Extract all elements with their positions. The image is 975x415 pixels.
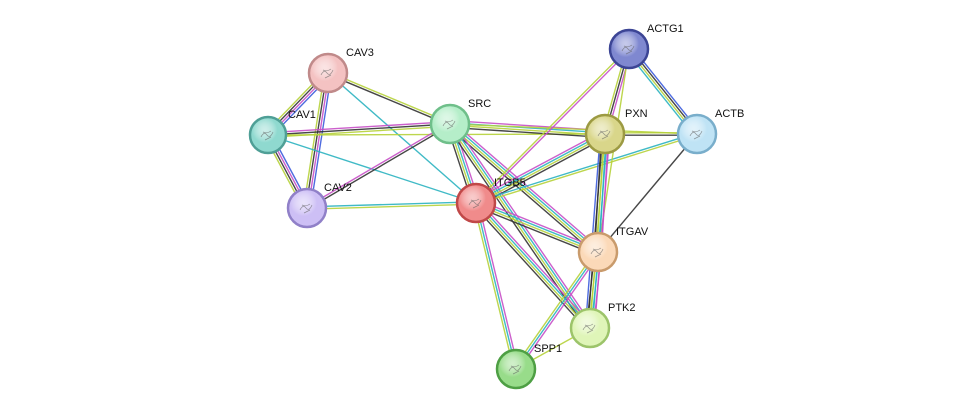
edge-line-purple [477, 202, 519, 369]
node-label: CAV3 [346, 47, 374, 59]
edge-line-purple [474, 130, 604, 201]
protein-structure-icon [260, 130, 274, 141]
edge-itgb5-spp1[interactable] [473, 202, 519, 370]
edge-line-olive [473, 203, 515, 370]
edge-line-olive [474, 47, 629, 203]
edge-line-olive [449, 124, 605, 136]
node-highlight [498, 351, 534, 387]
protein-structure-icon [299, 203, 313, 214]
edge-line-cyan [515, 251, 599, 370]
edge-line-black [472, 204, 588, 331]
edge-line-black [597, 133, 698, 253]
edge-actb-itgav[interactable] [597, 133, 698, 253]
protein-structure-icon [468, 198, 482, 209]
edge-line-black [307, 124, 451, 210]
node-highlight [432, 106, 468, 142]
protein-structure-icon [442, 119, 456, 130]
node-cav3[interactable]: CAV3 [307, 47, 374, 94]
node-label: ITGAV [616, 226, 649, 238]
edge-cav3-cav2[interactable] [302, 72, 333, 209]
node-highlight [310, 55, 346, 91]
edge-line-black [327, 73, 450, 126]
edge-line-olive [476, 134, 606, 205]
edge-line-black [305, 72, 328, 208]
node-highlight [251, 118, 285, 152]
edge-line-blue [309, 73, 333, 209]
node-highlight [611, 31, 647, 67]
node-actg1[interactable]: ACTG1 [608, 23, 684, 70]
node-itgav[interactable]: ITGAV [577, 226, 649, 273]
node-highlight [572, 310, 608, 346]
node-src[interactable]: SRC [429, 98, 491, 145]
edge-line-black [449, 126, 605, 139]
edge-line-purple [477, 199, 600, 250]
edge-line-cyan [475, 132, 697, 203]
protein-structure-icon [597, 129, 611, 140]
edge-cav3-itgb5[interactable] [327, 72, 477, 204]
edge-line-purple [307, 73, 330, 209]
node-cav1[interactable]: CAV1 [248, 109, 316, 155]
edge-line-olive [307, 203, 477, 210]
edge-itgav-spp1[interactable] [513, 250, 601, 371]
protein-structure-icon [320, 68, 334, 79]
node-cav2[interactable]: CAV2 [286, 182, 352, 229]
edge-line-olive [513, 250, 597, 369]
edge-itgb5-itgav[interactable] [474, 199, 600, 256]
protein-structure-icon [582, 323, 596, 334]
edge-line-olive [475, 203, 598, 254]
edge-line-purple [306, 122, 450, 208]
edge-itgb5-pxn[interactable] [474, 130, 607, 207]
node-ptk2[interactable]: PTK2 [569, 302, 636, 349]
edge-line-cyan [476, 201, 599, 252]
node-label: SRC [468, 98, 491, 110]
edge-line-blue [584, 133, 602, 328]
node-highlight [289, 190, 325, 226]
edge-line-purple [478, 200, 594, 327]
edge-line-olive [476, 134, 698, 205]
edge-line-black [267, 123, 451, 136]
edge-line-black [474, 205, 597, 256]
edge-line-olive [474, 203, 590, 330]
edge-line-cyan [327, 72, 477, 204]
edge-cav2-src[interactable] [306, 122, 451, 210]
edge-cav3-src[interactable] [327, 71, 451, 126]
node-label: SPP1 [534, 343, 562, 355]
node-label: CAV2 [324, 182, 352, 194]
edge-line-cyan [476, 201, 592, 328]
node-label: PTK2 [608, 302, 636, 314]
edge-line-olive [302, 72, 326, 208]
edge-itgb5-ptk2[interactable] [472, 200, 594, 331]
node-highlight [679, 116, 715, 152]
edge-cav2-itgb5[interactable] [306, 201, 477, 210]
node-spp1[interactable]: SPP1 [495, 343, 562, 390]
node-label: ACTB [715, 108, 744, 120]
node-pxn[interactable]: PXN [584, 108, 648, 155]
node-highlight [458, 185, 494, 221]
node-itgb5[interactable]: ITGB5 [455, 177, 526, 224]
node-label: ITGB5 [494, 177, 526, 189]
edge-line-cyan [475, 132, 605, 203]
node-label: PXN [625, 108, 648, 120]
protein-structure-icon [508, 364, 522, 375]
edge-line-olive [268, 125, 451, 138]
protein-structure-icon [689, 129, 703, 140]
edge-line-purple [517, 252, 601, 371]
edge-line-cyan [475, 202, 517, 370]
edge-line-purple [476, 49, 631, 205]
node-highlight [580, 234, 616, 270]
edge-itgb5-actb[interactable] [475, 132, 698, 205]
protein-structure-icon [621, 44, 635, 55]
node-label: ACTG1 [647, 23, 684, 35]
edge-line-purple [267, 121, 450, 134]
edge-itgb5-actg1[interactable] [474, 47, 631, 205]
edge-line-cyan [306, 201, 476, 208]
edge-line-olive [328, 71, 451, 124]
protein-structure-icon [590, 247, 604, 258]
node-highlight [587, 116, 623, 152]
node-actb[interactable]: ACTB [676, 108, 744, 155]
node-label: CAV1 [288, 109, 316, 121]
